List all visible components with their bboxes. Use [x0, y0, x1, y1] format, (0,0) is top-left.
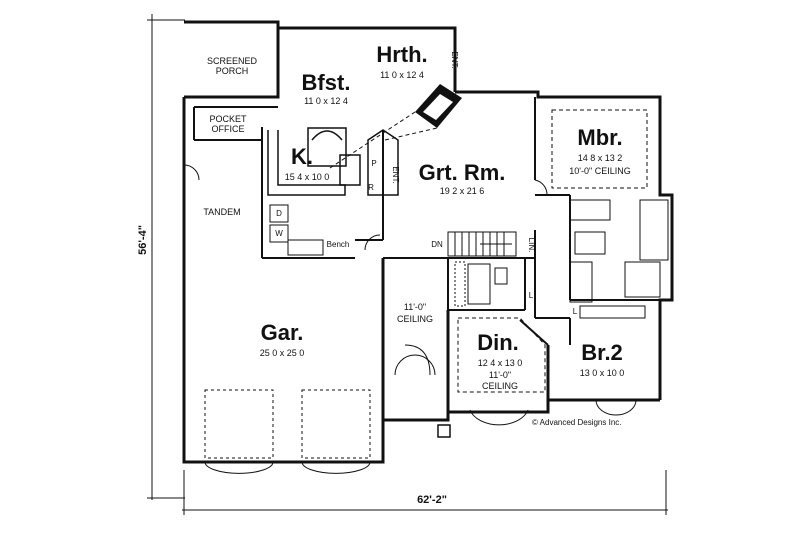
garage-label: Gar. — [261, 320, 304, 345]
breakfast-label: Bfst. — [302, 70, 351, 95]
stair-down-label: DN — [431, 240, 443, 249]
garage-size: 25 0 x 25 0 — [260, 348, 305, 358]
stairs — [447, 231, 517, 257]
dining-size: 12 4 x 13 0 — [478, 358, 523, 368]
great-room-size: 19 2 x 21 6 — [440, 186, 485, 196]
bedroom2-size: 13 0 x 10 0 — [580, 368, 625, 378]
garage-tandem-label: TANDEM — [203, 207, 240, 217]
foyer-ceiling-2: CEILING — [397, 314, 433, 324]
interior-walls — [193, 97, 660, 346]
hall-bath — [454, 261, 508, 307]
master-bedroom-label: Mbr. — [577, 125, 622, 150]
entry-kitchen-label: ENT. — [391, 166, 400, 183]
linen-short-label: L — [529, 291, 534, 300]
refrigerator-label: R — [368, 183, 374, 192]
fixture-labels: ENT. ENT. P R D W Bench DN LIN. L L — [275, 51, 578, 316]
width-dimension: 62'-2" — [417, 494, 447, 506]
kitchen-island — [267, 127, 399, 196]
pocket-office-label-2: OFFICE — [212, 124, 245, 134]
ceiling-outlines — [383, 109, 648, 393]
door-swings — [183, 164, 637, 474]
kitchen-size: 15 4 x 10 0 — [285, 172, 330, 182]
foyer-ceiling-1: 11'-0" — [404, 302, 426, 312]
dryer-label: D — [276, 209, 282, 218]
porch-step — [437, 424, 451, 438]
exterior-walls — [182, 20, 674, 464]
linen-label: LIN. — [527, 238, 536, 253]
master-closets — [569, 199, 669, 319]
bedroom2-label: Br.2 — [581, 340, 623, 365]
entry-top-label: ENT. — [450, 51, 459, 68]
hearth-label: Hrth. — [376, 42, 427, 67]
breakfast-size: 11 0 x 12 4 — [304, 96, 348, 106]
pocket-office-label-1: POCKET — [209, 114, 247, 124]
washer-label: W — [275, 229, 283, 238]
kitchen-label: K. — [291, 144, 313, 169]
copyright-label: © Advanced Designs Inc. — [532, 418, 622, 427]
master-bedroom-size: 14 8 x 13 2 — [578, 153, 623, 163]
room-labels: SCREENED PORCH POCKET OFFICE Bfst. 11 0 … — [203, 42, 630, 391]
bench-label: Bench — [327, 240, 350, 249]
dining-label: Din. — [477, 330, 519, 355]
great-room-label: Grt. Rm. — [419, 160, 506, 185]
garage-doors — [204, 389, 371, 459]
master-bedroom-ceiling: 10'-0" CEILING — [569, 166, 630, 176]
dining-ceiling-2: CEILING — [482, 381, 518, 391]
dimension-lines — [147, 14, 668, 515]
linen-short-label-2: L — [573, 307, 578, 316]
hearth-size: 11 0 x 12 4 — [380, 70, 424, 80]
screened-porch-label-1: SCREENED — [207, 56, 258, 66]
laundry-appliances — [269, 204, 324, 256]
dining-ceiling-1: 11'-0" — [489, 370, 511, 380]
pantry-label: P — [371, 159, 376, 168]
screened-porch-label-2: PORCH — [216, 66, 249, 76]
depth-dimension: 56'-4" — [137, 225, 149, 255]
